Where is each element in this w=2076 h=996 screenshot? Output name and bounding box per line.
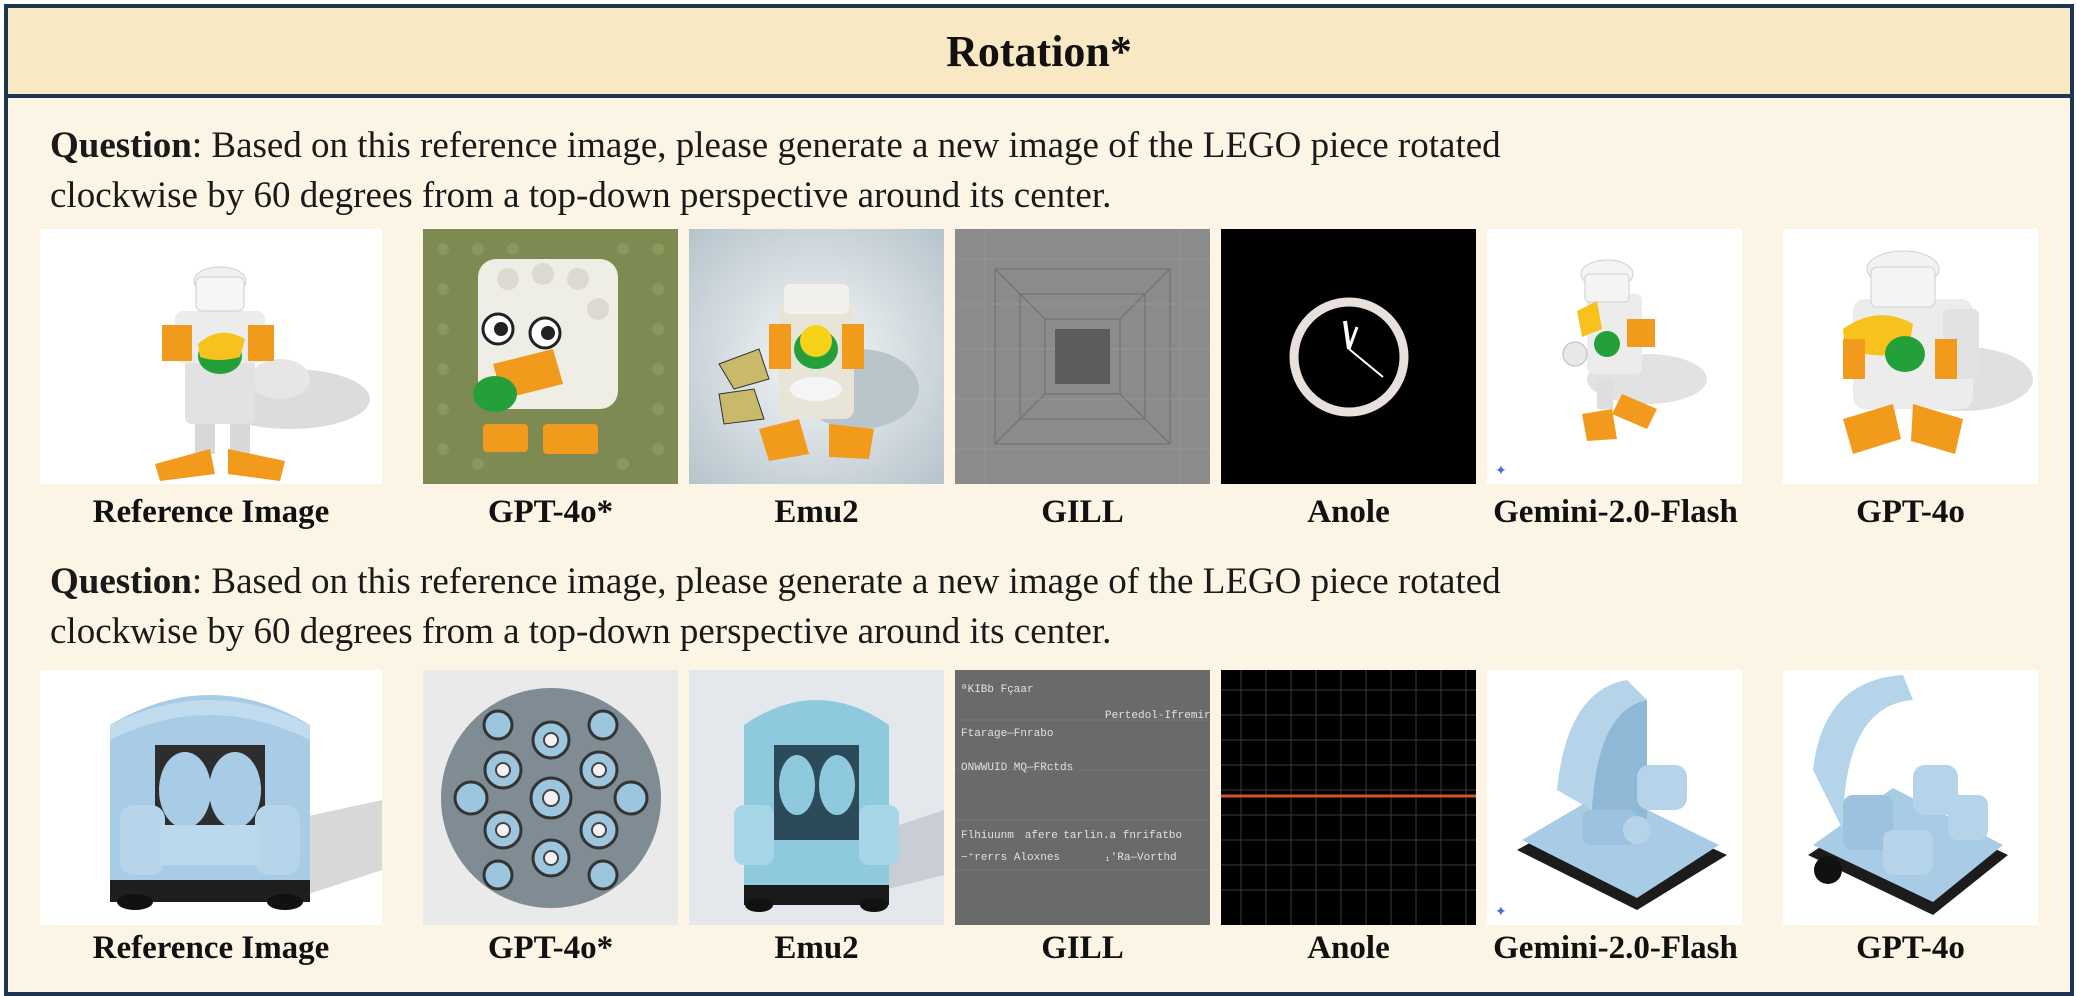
image-gill-text-noise: ªKIBb Fçaar Pertedol-Ifremirer Ftarage—F… <box>955 670 1210 925</box>
svg-text:✦: ✦ <box>1495 905 1507 920</box>
gill-text-1: ªKIBb Fçaar <box>961 684 1034 696</box>
question-1-text-line2: clockwise by 60 degrees from a top-down … <box>50 175 1112 216</box>
label-row2-gpt4o-star: GPT-4o* <box>487 930 614 966</box>
label-row2-gill: GILL <box>1041 930 1124 966</box>
label-row2-anole: Anole <box>1307 930 1390 966</box>
image-anole-clock <box>1221 229 1476 484</box>
image-reference-duck <box>40 229 382 484</box>
image-anole-grid <box>1221 670 1476 925</box>
question-2-text: : Based on this reference image, please … <box>191 561 1501 602</box>
gill-text-5: Flhiuunm afere tarlin.a fnrifatbo <box>961 830 1182 842</box>
label-row1-gpt4o-star: GPT-4o* <box>487 494 614 530</box>
image-gemini-duck: ✦ <box>1487 229 1742 484</box>
image-gpt4o-arch <box>1783 670 2038 925</box>
question-2-text-line2: clockwise by 60 degrees from a top-down … <box>50 611 1112 652</box>
image-emu2-duck <box>689 229 944 484</box>
label-row1-gpt4o: GPT-4o <box>1856 494 1965 530</box>
gill-text-4: ONWWUID MQ—FRctds <box>961 762 1073 774</box>
label-row2-gemini: Gemini-2.0-Flash <box>1493 930 1738 966</box>
image-gpt4o-duck <box>1783 229 2038 484</box>
image-reference-arch <box>40 670 382 925</box>
label-row1-reference: Reference Image <box>92 494 330 530</box>
label-row1-emu2: Emu2 <box>774 494 859 530</box>
image-gpt4o-star-duck <box>423 229 678 484</box>
label-row1-gill: GILL <box>1041 494 1124 530</box>
label-row1-anole: Anole <box>1307 494 1390 530</box>
gill-text-2: Pertedol-Ifremirer <box>1105 710 1210 722</box>
figure-title: Rotation* <box>946 26 1132 76</box>
question-1-label: Question <box>50 125 192 166</box>
question-1-text: : Based on this reference image, please … <box>191 125 1501 166</box>
image-gemini-arch: ✦ <box>1487 670 1742 925</box>
label-row2-reference: Reference Image <box>92 930 330 966</box>
label-row2-gpt4o: GPT-4o <box>1856 930 1965 966</box>
figure-header: Rotation* <box>8 8 2070 98</box>
label-row2-emu2: Emu2 <box>774 930 859 966</box>
question-1: Question: Based on this reference image,… <box>50 121 1770 221</box>
svg-text:✦: ✦ <box>1495 464 1507 479</box>
label-row1-gemini: Gemini-2.0-Flash <box>1493 494 1738 530</box>
gill-text-3: Ftarage—Fnrabo <box>961 728 1053 740</box>
image-gill-noise <box>955 229 1210 484</box>
question-2: Question: Based on this reference image,… <box>50 557 1770 657</box>
image-emu2-arch <box>689 670 944 925</box>
image-gpt4o-star-cluster <box>423 670 678 925</box>
question-2-label: Question <box>50 561 192 602</box>
figure-panel: Rotation* Question: Based on this refere… <box>4 4 2074 996</box>
gill-text-6: −⁺rerrs Aloxnes ₁′Ra—Vorthd <box>961 852 1177 864</box>
